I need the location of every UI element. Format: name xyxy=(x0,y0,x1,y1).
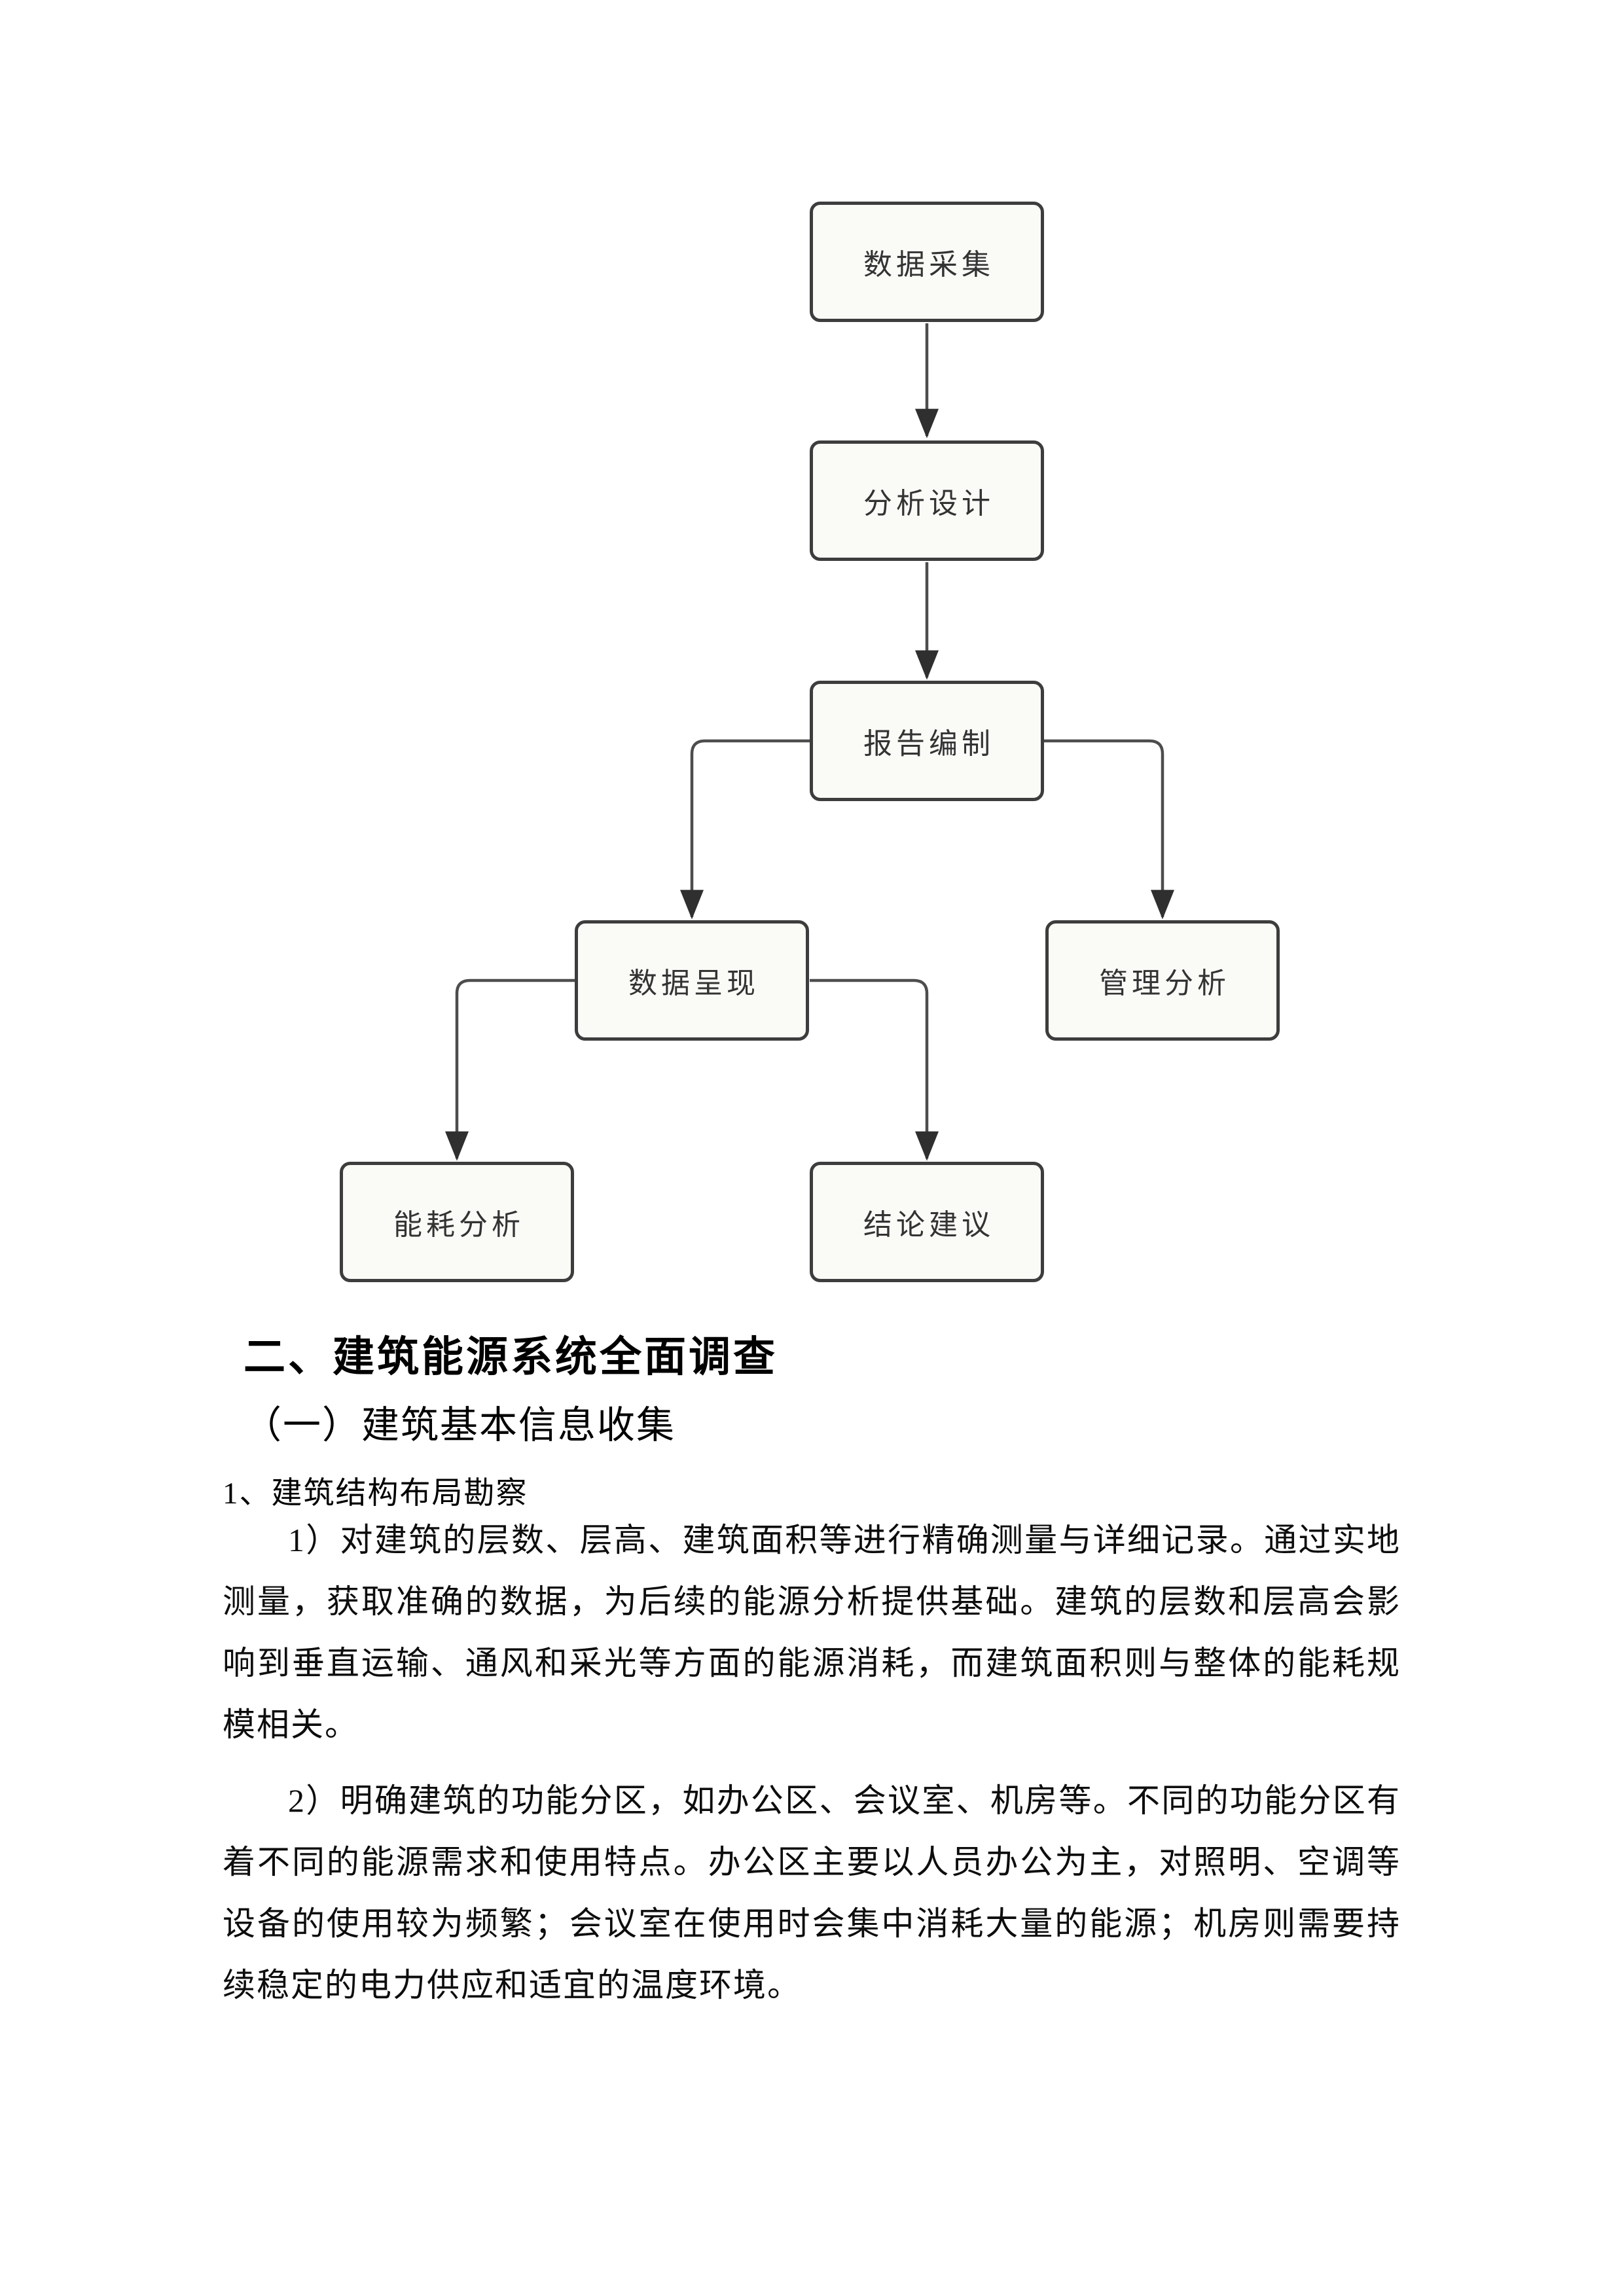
flowchart-node-analysis-design: 分析设计 xyxy=(810,440,1044,561)
flowchart-node-energy-analysis: 能耗分析 xyxy=(340,1162,574,1282)
flowchart-node-management-analysis: 管理分析 xyxy=(1045,920,1280,1041)
flowchart-node-label: 管理分析 xyxy=(1099,967,1230,999)
connector-presentation-to-energy xyxy=(445,978,575,1161)
flowchart-node-label: 数据采集 xyxy=(863,249,994,281)
paragraph-2: 2）明确建筑的功能分区，如办公区、会议室、机房等。不同的功能分区有着不同的能源需… xyxy=(223,1782,1401,2003)
connector-presentation-to-conclusion xyxy=(810,978,939,1161)
body-text: 1）对建筑的层数、层高、建筑面积等进行精确测量与详细记录。通过实地测量，获取准确… xyxy=(223,1509,1401,2030)
section-heading: 二、建筑能源系统全面调查 xyxy=(244,1333,778,1380)
paragraph-1: 1）对建筑的层数、层高、建筑面积等进行精确测量与详细记录。通过实地测量，获取准确… xyxy=(223,1522,1401,1743)
flowchart-node-label: 结论建议 xyxy=(863,1209,994,1241)
flowchart-node-report-compilation: 报告编制 xyxy=(810,681,1044,801)
flowchart-node-conclusion-suggestion: 结论建议 xyxy=(810,1162,1044,1282)
flowchart-node-data-collection: 数据采集 xyxy=(810,202,1044,322)
flowchart-node-data-presentation: 数据呈现 xyxy=(575,920,809,1041)
connector-report-to-presentation xyxy=(680,739,810,920)
connector-report-to-management xyxy=(1044,739,1174,920)
flowchart-node-label: 数据呈现 xyxy=(628,967,759,999)
flowchart-node-label: 能耗分析 xyxy=(393,1209,524,1241)
flowchart-node-label: 报告编制 xyxy=(863,728,994,760)
subsection-heading: （一）建筑基本信息收集 xyxy=(244,1404,676,1446)
flowchart-node-label: 分析设计 xyxy=(863,488,994,520)
item-heading: 1、建筑结构布局勘察 xyxy=(223,1477,528,1511)
